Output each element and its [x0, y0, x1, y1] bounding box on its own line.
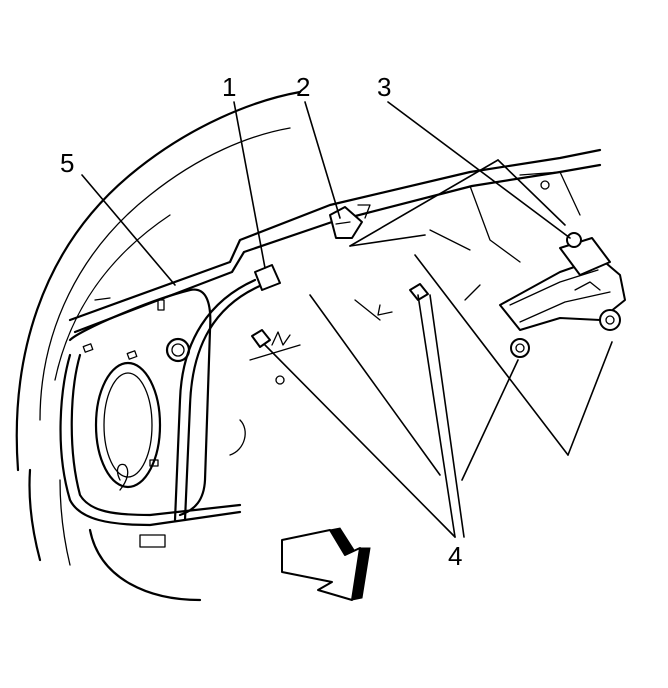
callout-4: 4 [448, 541, 462, 571]
body-outline [15, 90, 302, 566]
lower-panel [88, 419, 246, 602]
retainer-clip [329, 204, 371, 239]
callout-5: 5 [60, 148, 74, 178]
fasteners [251, 180, 550, 385]
harness-connector [254, 264, 281, 291]
callout-1: 1 [222, 72, 236, 102]
leader-lines [81, 101, 613, 538]
wiper-motor-assembly [499, 232, 626, 358]
direction-arrow-icon [281, 527, 371, 601]
wiring-harness-left [59, 278, 264, 527]
inner-trim-panel [68, 288, 212, 517]
callout-2: 2 [296, 72, 310, 102]
callout-3: 3 [377, 72, 391, 102]
